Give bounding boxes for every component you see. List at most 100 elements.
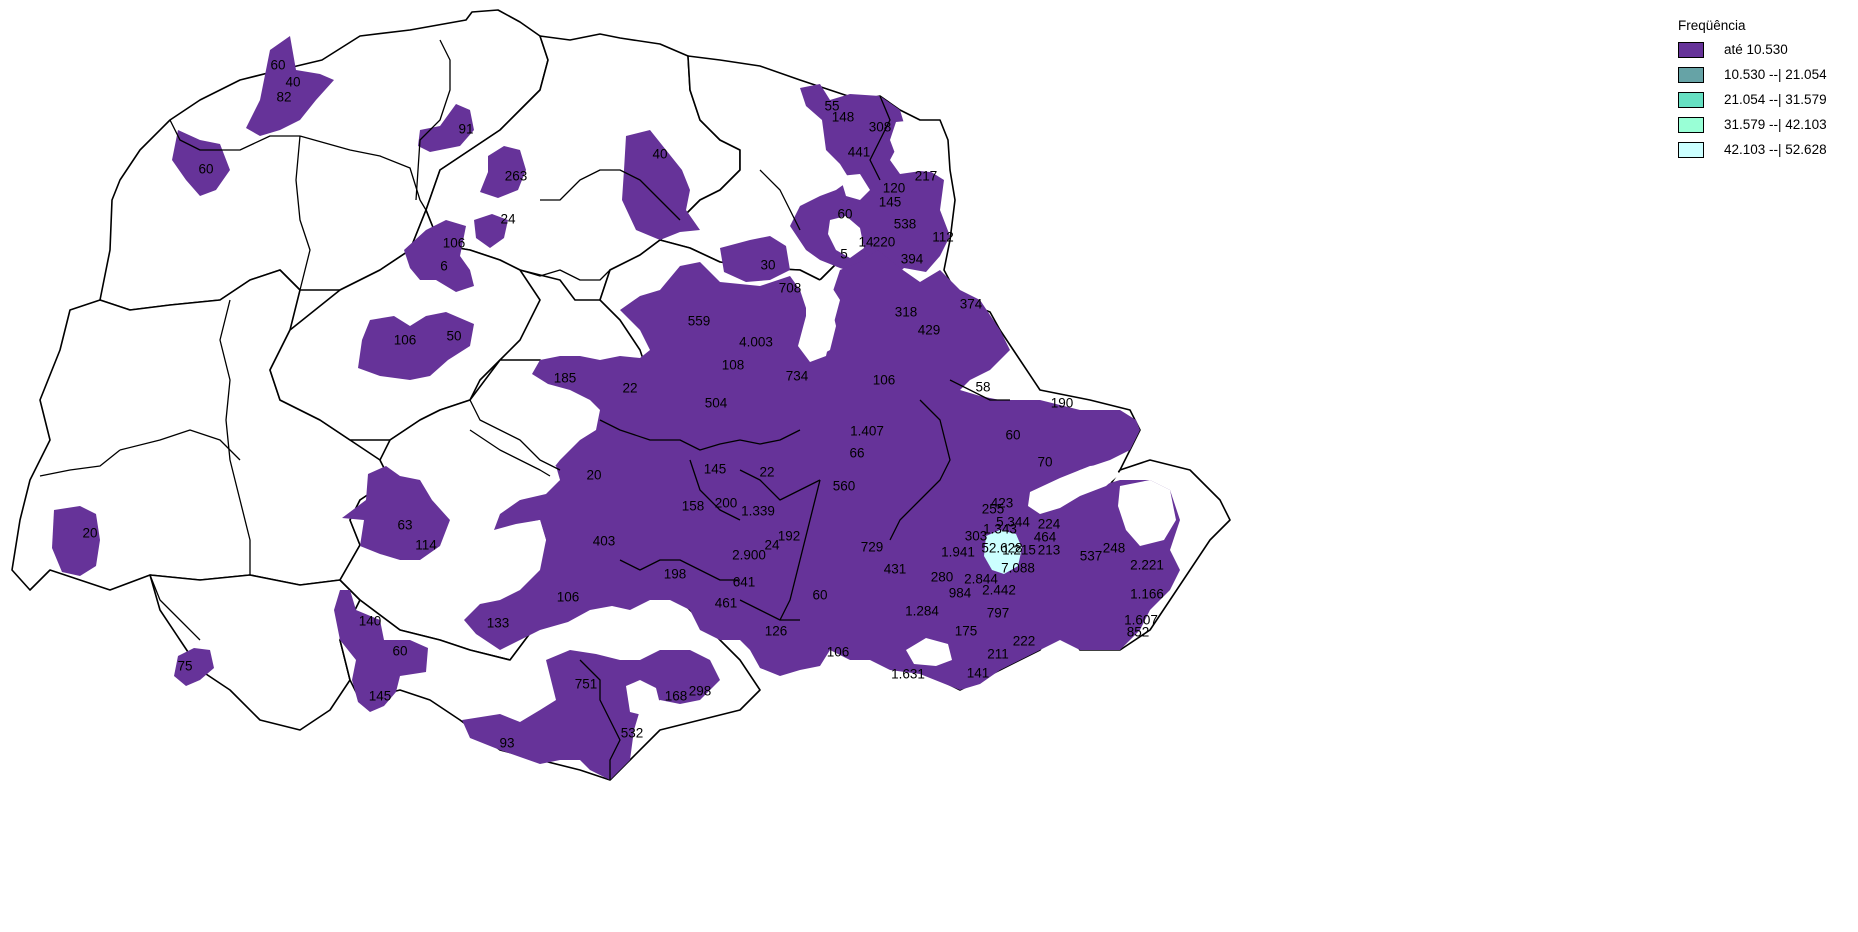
value-label: 114	[415, 538, 437, 553]
value-label: 148	[832, 110, 855, 125]
border	[739, 469, 821, 501]
value-label: 1.941	[941, 545, 975, 560]
value-label: 431	[884, 562, 907, 577]
value-label: 24	[764, 538, 780, 553]
value-label: 58	[975, 380, 990, 395]
border	[219, 299, 251, 575]
value-label: 6	[440, 259, 448, 274]
value-label: 560	[833, 479, 856, 494]
value-label: 461	[715, 596, 738, 611]
value-label: 106	[557, 590, 580, 605]
border	[149, 574, 201, 641]
value-label: 175	[955, 624, 978, 639]
value-label: 145	[369, 689, 392, 704]
value-label: 394	[901, 252, 924, 267]
value-label: 559	[688, 314, 711, 329]
value-label: 192	[778, 529, 801, 544]
value-label: 429	[918, 323, 941, 338]
value-label: 1.284	[905, 604, 939, 619]
value-label: 120	[883, 181, 906, 196]
border	[119, 429, 241, 461]
mesoregion-sudoeste[interactable]	[149, 574, 361, 731]
value-label: 93	[499, 736, 514, 751]
value-label: 106	[394, 333, 417, 348]
area-fill	[474, 214, 508, 248]
value-label: 158	[682, 499, 705, 514]
value-label: 532	[621, 726, 644, 741]
choropleth-map: 60 40 82 91 60 263 40 24 106 6 106 50 20…	[11, 9, 1231, 781]
border	[169, 119, 300, 151]
border	[469, 399, 561, 471]
legend-swatch	[1678, 141, 1704, 158]
value-label: 1.166	[1130, 587, 1164, 602]
value-label: 24	[500, 212, 516, 227]
value-label: 145	[879, 195, 902, 210]
legend-swatch	[1678, 66, 1704, 83]
legend-item: 31.579 --| 42.103	[1678, 112, 1854, 137]
area-fill	[358, 312, 474, 380]
value-label: 537	[1080, 549, 1103, 564]
value-label: 318	[895, 305, 918, 320]
legend-label: 31.579 --| 42.103	[1724, 117, 1827, 132]
border	[759, 169, 801, 231]
value-label: 1.215	[1002, 543, 1036, 558]
value-label: 255	[982, 502, 1005, 517]
value-label: 298	[689, 684, 712, 699]
area-empty	[798, 278, 840, 362]
area-fill	[418, 104, 474, 152]
border	[469, 429, 551, 477]
border	[540, 169, 681, 221]
value-label: 538	[894, 217, 917, 232]
value-label: 14	[858, 235, 874, 250]
area-fill	[174, 648, 214, 686]
border	[869, 95, 891, 181]
value-label: 5	[840, 247, 848, 262]
legend-item: 42.103 --| 52.628	[1678, 137, 1854, 162]
value-label: 1.339	[741, 504, 775, 519]
empty-areas	[494, 120, 1176, 716]
value-label: 7.088	[1001, 561, 1035, 576]
value-label: 22	[622, 381, 637, 396]
border	[739, 599, 800, 621]
area-fill	[342, 466, 450, 560]
area-fill	[172, 130, 230, 196]
value-label: 403	[593, 534, 616, 549]
area-empty	[840, 174, 870, 200]
area-empty	[828, 216, 864, 258]
value-label: 40	[652, 147, 667, 162]
legend-swatch	[1678, 41, 1704, 58]
value-label: 106	[827, 645, 850, 660]
value-label: 248	[1103, 541, 1126, 556]
value-label: 40	[285, 75, 300, 90]
legend-label: até 10.530	[1724, 42, 1788, 57]
area-fill	[622, 130, 700, 240]
value-label: 217	[915, 169, 938, 184]
value-label: 60	[837, 207, 852, 222]
value-label: 50	[446, 329, 461, 344]
value-label: 303	[965, 529, 988, 544]
value-label: 75	[177, 659, 192, 674]
value-label: 91	[458, 122, 473, 137]
value-label: 190	[1051, 396, 1074, 411]
value-label: 797	[987, 606, 1010, 621]
area-empty	[494, 520, 546, 566]
value-label: 2.844	[964, 572, 998, 587]
area-fill	[334, 590, 428, 712]
map-legend: Freqüência até 10.530 10.530 --| 21.054 …	[1678, 18, 1854, 162]
legend-swatch	[1678, 91, 1704, 108]
value-label: 2.900	[732, 548, 766, 563]
area-empty	[906, 638, 952, 666]
border	[579, 659, 621, 780]
microregion-borders	[39, 39, 1010, 780]
legend-item: 21.054 --| 31.579	[1678, 87, 1854, 112]
value-label: 63	[397, 518, 412, 533]
border	[519, 269, 611, 281]
border	[39, 449, 121, 477]
value-label: 734	[786, 369, 809, 384]
value-label: 141	[967, 666, 990, 681]
value-label: 5.344	[996, 515, 1030, 530]
value-label: 1.343	[983, 522, 1017, 537]
value-label: 70	[1037, 455, 1052, 470]
value-label: 168	[665, 689, 688, 704]
